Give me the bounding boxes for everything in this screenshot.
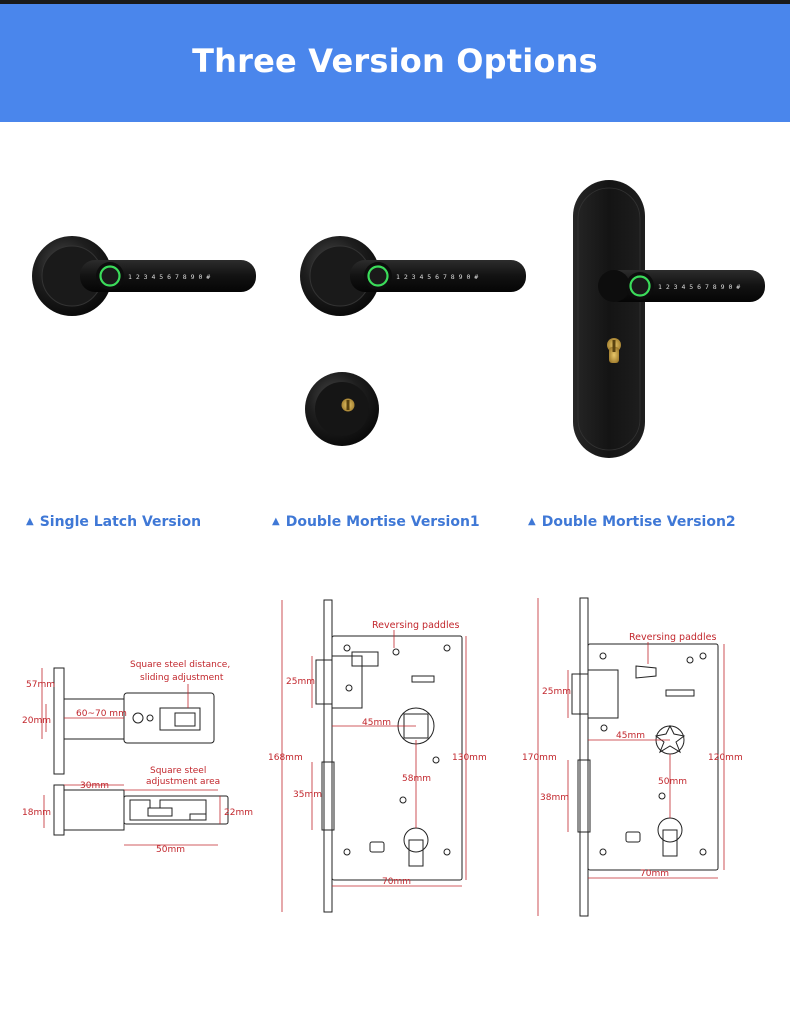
mortise2-dim-70: 70mm [640, 869, 669, 879]
keypad-digits: 1 2 3 4 5 6 7 8 9 0 # [396, 273, 478, 281]
mortise1-dim-45: 45mm [362, 718, 391, 728]
mortise1-dim-168: 168mm [268, 753, 303, 763]
header-banner: Three Version Options [0, 4, 790, 122]
mortise-2-dimension-drawing [571, 597, 719, 917]
fingerprint-sensor-icon [367, 265, 389, 287]
mortise1-dim-130: 130mm [452, 753, 487, 763]
latch-dimension-drawing [53, 667, 229, 836]
latch-dim-30: 30mm [80, 781, 109, 791]
mortise2-note-paddles: Reversing paddles [629, 632, 716, 643]
mortise2-dim-50: 50mm [658, 777, 687, 787]
version-label-double-mortise-2: ▲Double Mortise Version2 [528, 514, 736, 530]
latch-dim-18: 18mm [22, 808, 51, 818]
latch-dim-57: 57mm [26, 680, 55, 690]
mortise-1-dimension-drawing [315, 599, 463, 913]
latch-note-area-line1: Square steel [150, 766, 206, 776]
latch-note-adjust-line2: sliding adjustment [140, 673, 224, 683]
mortise2-dim-45: 45mm [616, 731, 645, 741]
mortise2-dim-170: 170mm [522, 753, 557, 763]
latch-dim-50: 50mm [156, 845, 185, 855]
latch-note-adjust-line1: Square steel distance, [130, 660, 230, 670]
mortise2-dim-25: 25mm [542, 687, 571, 697]
version-label-double-mortise-1: ▲Double Mortise Version1 [272, 514, 480, 530]
triangle-up-icon: ▲ [26, 516, 34, 527]
technical-drawings: Square steel distance, sliding adjustmen… [22, 597, 743, 917]
version-label-single-latch: ▲Single Latch Version [26, 514, 202, 530]
mortise1-dim-35: 35mm [293, 790, 322, 800]
latch-dim-60-70: 60~70 mm [76, 709, 127, 719]
double-mortise-2-lock-photo: 1 2 3 4 5 6 7 8 9 0 # [573, 180, 765, 458]
keypad-digits: 1 2 3 4 5 6 7 8 9 0 # [128, 273, 210, 281]
keypad-digits: 1 2 3 4 5 6 7 8 9 0 # [658, 283, 740, 291]
triangle-up-icon: ▲ [528, 516, 536, 527]
fingerprint-sensor-icon [99, 265, 121, 287]
latch-note-area-line2: adjustment area [146, 777, 220, 787]
fingerprint-sensor-icon [629, 275, 651, 297]
mortise2-dim-38: 38mm [540, 793, 569, 803]
double-mortise-1-lock-photo: 1 2 3 4 5 6 7 8 9 0 # [300, 236, 526, 446]
mortise1-note-paddles: Reversing paddles [372, 620, 459, 631]
latch-dim-22: 22mm [224, 808, 253, 818]
mortise1-dim-25: 25mm [286, 677, 315, 687]
triangle-up-icon: ▲ [272, 516, 280, 527]
mortise2-dim-120: 120mm [708, 753, 743, 763]
mortise1-dim-58: 58mm [402, 774, 431, 784]
top-border [0, 0, 790, 4]
single-latch-lock-photo: 1 2 3 4 5 6 7 8 9 0 # [32, 236, 256, 316]
product-photos: 1 2 3 4 5 6 7 8 9 0 # 1 2 3 4 5 6 7 8 9 … [32, 180, 765, 458]
latch-dim-20: 20mm [22, 716, 51, 726]
page-title: Three Version Options [192, 42, 598, 80]
mortise1-dim-70: 70mm [382, 877, 411, 887]
